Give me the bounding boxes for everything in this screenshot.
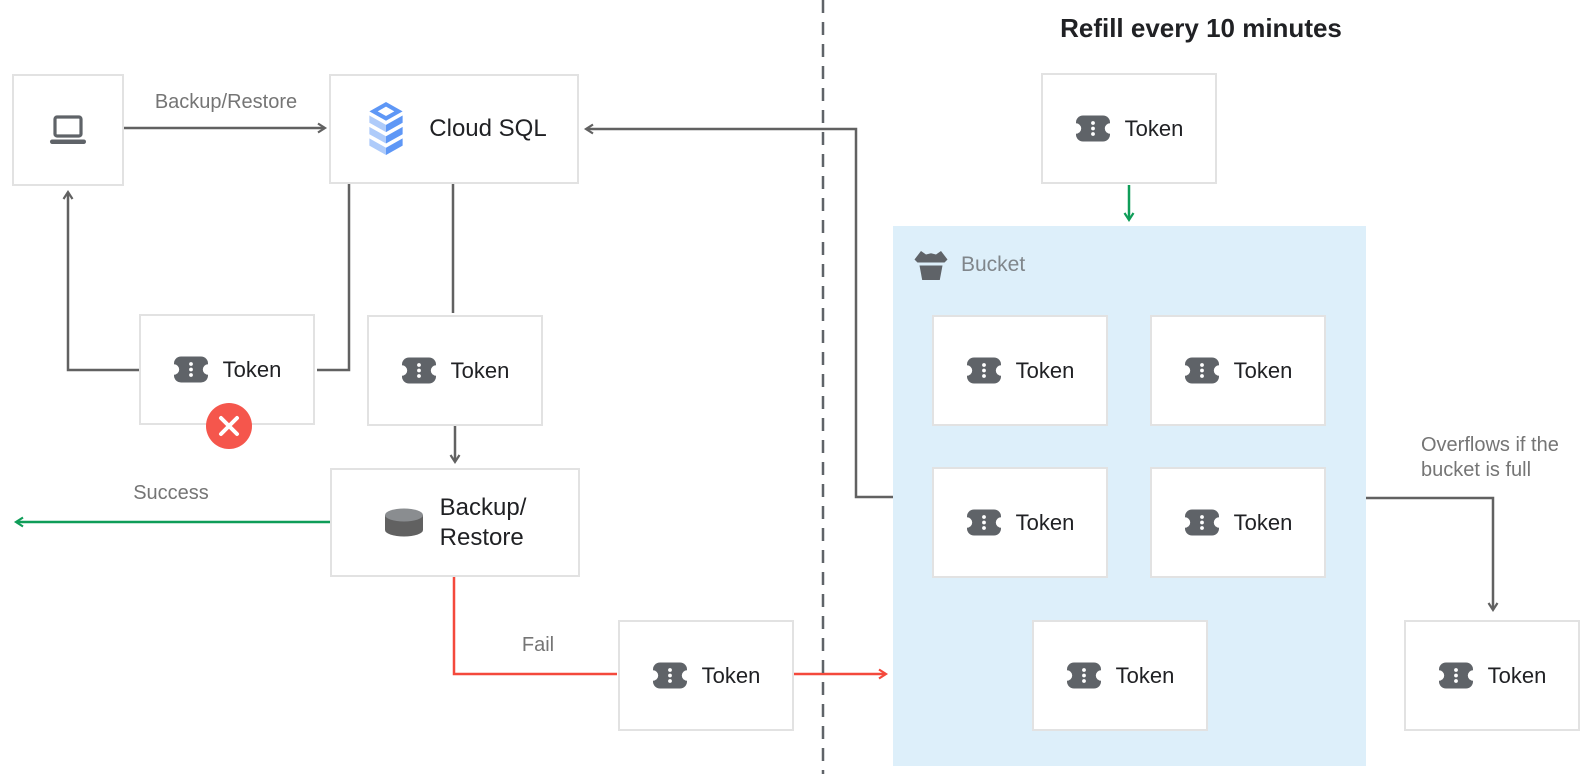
laptop-icon xyxy=(50,114,86,144)
token-box-fail-return: Token xyxy=(618,620,794,731)
token-box-unavailable: Token xyxy=(139,314,315,449)
token-label: Token xyxy=(701,662,761,688)
token-icon xyxy=(1437,662,1474,689)
fail-edge-label: Fail xyxy=(521,634,555,656)
cloud-sql-node: Cloud SQL xyxy=(329,74,579,184)
backup-line2: Restore xyxy=(439,523,524,551)
overflow-note-line1: Overflows if the xyxy=(1421,434,1559,456)
connector-token-to-laptop xyxy=(62,189,139,372)
bucket-label: Bucket xyxy=(961,252,1026,276)
token-label: Token xyxy=(1233,357,1293,383)
token-icon xyxy=(1183,509,1220,536)
token-icon xyxy=(965,509,1002,536)
token-box-bucket-1: Token xyxy=(932,315,1108,426)
connector-cloudsql-to-token-error xyxy=(317,184,351,372)
token-box-refill: Token xyxy=(1041,73,1217,184)
token-icon xyxy=(1074,115,1111,142)
token-icon xyxy=(1183,357,1220,384)
token-icon xyxy=(172,356,209,383)
overflow-note: Overflows if the bucket is full xyxy=(1421,433,1582,483)
overflow-note-line2: bucket is full xyxy=(1421,459,1532,481)
token-icon xyxy=(1065,662,1102,689)
backup-restore-node: Backup/ Restore xyxy=(330,468,580,577)
client-node xyxy=(12,74,124,186)
token-box-bucket-5: Token xyxy=(1032,620,1208,731)
token-label: Token xyxy=(1487,662,1547,688)
backup-line1: Backup/ xyxy=(439,493,527,521)
success-edge-label: Success xyxy=(133,482,209,504)
token-box-bucket-3: Token xyxy=(932,467,1108,578)
token-icon xyxy=(400,357,437,384)
backup-restore-edge-label: Backup/Restore xyxy=(154,91,298,113)
cloud-sql-icon xyxy=(369,102,403,155)
token-label: Token xyxy=(450,357,510,383)
token-box-bucket-2: Token xyxy=(1150,315,1326,426)
token-label: Token xyxy=(1015,509,1075,535)
bucket-icon xyxy=(914,251,948,280)
token-label: Token xyxy=(222,356,282,382)
token-label: Token xyxy=(1233,509,1293,535)
connector-bucket-overflow xyxy=(1366,496,1499,613)
x-icon xyxy=(219,416,239,436)
token-label: Token xyxy=(1015,357,1075,383)
error-badge xyxy=(206,403,252,449)
cloud-sql-label: Cloud SQL xyxy=(429,115,547,142)
token-icon xyxy=(651,662,688,689)
token-icon xyxy=(965,357,1002,384)
token-box-overflow: Token xyxy=(1404,620,1580,731)
connector-fail xyxy=(452,577,617,676)
token-label: Token xyxy=(1115,662,1175,688)
connector-bucket-to-cloudsql xyxy=(583,123,893,499)
backup-restore-label: Backup/ Restore xyxy=(440,493,527,553)
token-box-consumed: Token xyxy=(367,315,543,426)
database-icon xyxy=(384,508,423,536)
refill-title: Refill every 10 minutes xyxy=(1060,13,1342,43)
token-box-bucket-4: Token xyxy=(1150,467,1326,578)
token-label: Token xyxy=(1124,115,1184,141)
bucket-header: Bucket xyxy=(913,248,1025,281)
